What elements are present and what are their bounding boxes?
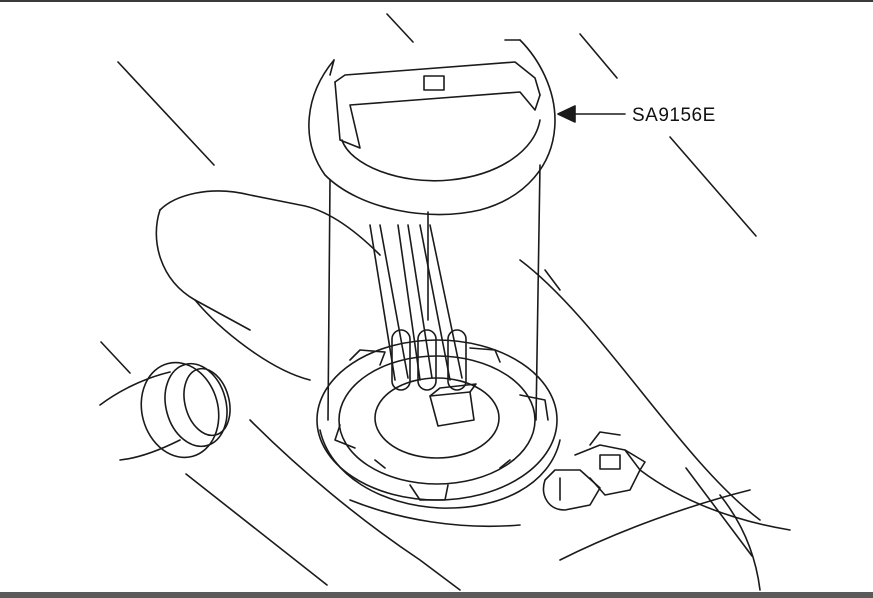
sender-rods: [369, 224, 467, 391]
callout-leader: [557, 105, 626, 123]
background-lines: [100, 13, 757, 586]
filler-neck-hose: [99, 361, 231, 461]
callout-label: SA9156E: [632, 105, 716, 126]
top-border: [0, 0, 873, 2]
bottom-bar: [0, 592, 873, 598]
electrical-connector: [542, 431, 646, 511]
fuel-sender-lock-ring: [316, 339, 561, 509]
locking-ring-tool: [308, 39, 556, 421]
fuel-tank: [155, 190, 791, 591]
